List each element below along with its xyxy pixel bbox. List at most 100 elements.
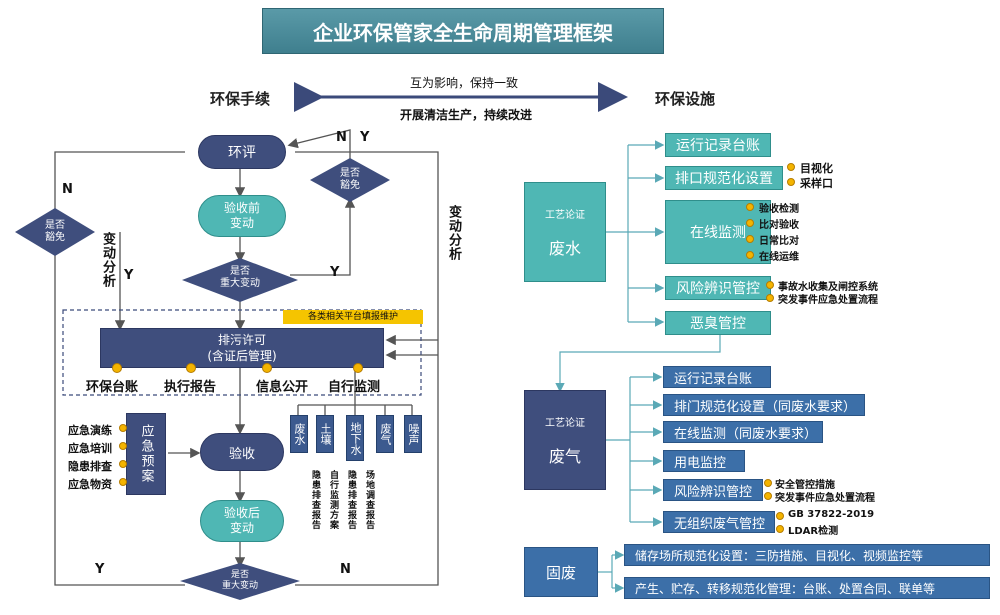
pre-accept-change-node: 验收前 变动 (198, 195, 286, 237)
solid-waste-box: 固废 (524, 547, 598, 597)
emergency-plan-box: 应急预案 (126, 413, 166, 495)
emergency-item-inspection: 隐患排查 (68, 460, 112, 473)
ww-risk-note-2: 突发事件应急处置流程 (778, 295, 878, 306)
ww-risk-note-1: 事故水收集及闸控系统 (778, 282, 878, 293)
exempt-label-left: 是否 豁免 (45, 220, 65, 243)
y-label-4: Y (95, 562, 105, 577)
emergency-dot-3 (119, 460, 127, 468)
wg-fugitive-dot-2 (776, 525, 784, 533)
wastewater-box: 工艺论证 废水 (524, 182, 606, 282)
center-bottom-text: 开展清洁生产，持续改进 (400, 108, 533, 122)
y-label-1: Y (360, 130, 370, 145)
eia-node: 环评 (198, 135, 286, 169)
ww-item-risk: 风险辨识管控 (665, 276, 771, 300)
permit-box: 排污许可 (含证后管理) (100, 328, 384, 368)
exempt-diamond (310, 158, 390, 202)
ww-outlet-dot-2 (787, 178, 795, 186)
permit-item-report: 执行报告 (164, 380, 217, 395)
dot-report (186, 363, 196, 373)
report-3: 隐患排查报告 (346, 470, 356, 530)
page-title: 企业环保管家全生命周期管理框架 (262, 8, 664, 54)
ww-risk-dot-1 (766, 281, 774, 289)
pollutant-wastewater: 废水 (290, 415, 308, 453)
wg-item-risk: 风险辨识管控 (663, 479, 763, 501)
wg-item-ledger: 运行记录台账 (663, 366, 771, 388)
wg-risk-dot-1 (764, 479, 772, 487)
waste-gas-box: 工艺论证 废气 (524, 390, 606, 490)
emergency-dot-1 (119, 424, 127, 432)
ww-item-ledger: 运行记录台账 (665, 133, 771, 157)
wg-item-fugitive: 无组织废气管控 (663, 511, 775, 533)
wg-risk-note-2: 突发事件应急处置流程 (775, 493, 875, 504)
permit-item-disclosure: 信息公开 (256, 380, 309, 395)
dot-monitor (353, 363, 363, 373)
platform-label: 各类相关平台填报维护 (283, 310, 423, 324)
ww-outlet-note-1: 目视化 (800, 162, 833, 175)
pollutant-groundwater: 地下水 (346, 415, 364, 461)
wg-item-power: 用电监控 (663, 450, 745, 472)
exempt-label: 是否 豁免 (340, 168, 360, 191)
emergency-item-drill: 应急演练 (68, 424, 112, 437)
right-section-title: 环保设施 (655, 90, 716, 108)
pollutant-noise: 噪声 (404, 415, 422, 453)
wg-risk-dot-2 (764, 492, 772, 500)
ww-outlet-note-2: 采样口 (800, 177, 833, 190)
report-4: 场地调查报告 (364, 470, 374, 530)
dot-disclosure (262, 363, 272, 373)
dot-ledger (112, 363, 122, 373)
major-change-label: 是否 重大变动 (220, 266, 260, 289)
permit-item-monitor: 自行监测 (328, 380, 381, 395)
accept-node: 验收 (200, 433, 284, 471)
center-top-text: 互为影响，保持一致 (410, 76, 519, 90)
y-label-2: Y (330, 265, 340, 280)
emergency-item-training: 应急培训 (68, 442, 112, 455)
waste-gas-label: 废气 (548, 446, 581, 466)
waste-gas-label-top: 工艺论证 (545, 417, 585, 429)
wg-item-outlet: 排门规范化设置（同废水要求） (663, 394, 865, 416)
major-change-diamond-2 (180, 563, 300, 600)
left-section-title: 环保手续 (210, 90, 271, 108)
emergency-dot-4 (119, 478, 127, 486)
pollutant-soil: 土壤 (316, 415, 334, 453)
wg-fugitive-dot-1 (776, 512, 784, 520)
ww-online-note-4: 在线运维 (759, 252, 799, 263)
major-change-diamond (182, 258, 298, 302)
wastewater-label-top: 工艺论证 (545, 209, 585, 221)
ww-online-note-1: 验收检测 (759, 204, 799, 215)
wastewater-label: 废水 (548, 238, 581, 258)
major-change-label-2: 是否 重大变动 (221, 570, 258, 591)
change-analysis-left: 变动分析 (100, 232, 115, 288)
ww-item-online: 在线监测 (665, 200, 771, 264)
sw-item-management: 产生、贮存、转移规范化管理：台账、处置合同、联单等 (624, 577, 990, 599)
wg-fugitive-note-1: GB 37822-2019 (788, 509, 875, 520)
ww-risk-dot-2 (766, 294, 774, 302)
ww-online-note-2: 比对验收 (759, 220, 799, 231)
y-label-3: Y (124, 268, 134, 283)
sw-item-storage: 储存场所规范化设置：三防措施、目视化、视频监控等 (624, 544, 990, 566)
wg-item-online: 在线监测（同废水要求） (663, 421, 823, 443)
ww-outlet-dot-1 (787, 163, 795, 171)
post-accept-change-node: 验收后 变动 (200, 500, 284, 542)
ww-online-dot-4 (746, 251, 754, 259)
report-1: 隐患排查报告 (310, 470, 320, 530)
ww-online-note-3: 日常比对 (759, 236, 799, 247)
emergency-item-supplies: 应急物资 (68, 478, 112, 491)
n-label-1: N (336, 130, 347, 145)
report-2: 自行监测方案 (328, 470, 338, 530)
permit-item-ledger: 环保台账 (86, 380, 139, 395)
wg-fugitive-note-2: LDAR检测 (788, 526, 839, 537)
wg-risk-note-1: 安全管控措施 (775, 480, 835, 491)
exempt-diamond-left (15, 208, 95, 256)
ww-item-outlet: 排口规范化设置 (665, 166, 783, 190)
n-label-2: N (62, 182, 73, 197)
pollutant-gas: 废气 (376, 415, 394, 453)
ww-online-dot-2 (746, 219, 754, 227)
emergency-dot-2 (119, 442, 127, 450)
ww-online-dot-3 (746, 235, 754, 243)
change-analysis-right: 变动分析 (446, 205, 461, 261)
n-label-3: N (340, 562, 351, 577)
ww-online-dot-1 (746, 203, 754, 211)
ww-item-odor: 恶臭管控 (665, 311, 771, 335)
